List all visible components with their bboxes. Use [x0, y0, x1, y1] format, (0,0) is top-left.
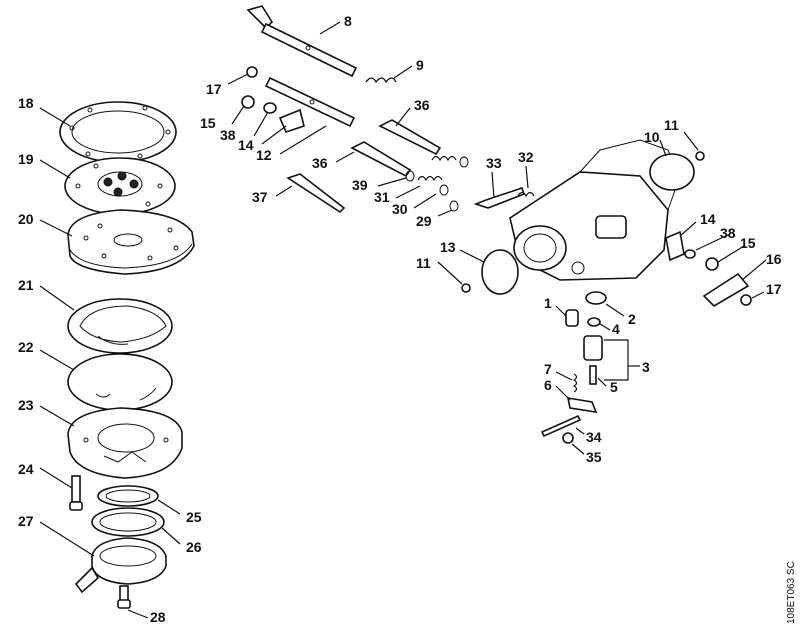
part-10-throttle-plate [649, 153, 695, 191]
label-17-right: 17 [766, 281, 782, 297]
label-29: 29 [416, 213, 432, 229]
part-15-screw [241, 95, 255, 109]
label-2: 2 [628, 311, 636, 327]
part-13-choke-plate [481, 249, 519, 295]
part-27-cover-with-fitting [74, 537, 167, 594]
label-23: 23 [18, 397, 34, 413]
label-38-right: 38 [720, 225, 736, 241]
part-14-lever-right [665, 230, 685, 262]
part-39-o-ring [405, 170, 415, 182]
part-26-gasket-ring [91, 507, 165, 537]
label-11-left: 11 [416, 255, 431, 271]
label-38: 38 [220, 127, 236, 143]
part-22-diaphragm [67, 353, 173, 411]
part-17-screw-right [740, 294, 752, 306]
label-25: 25 [186, 509, 202, 525]
part-35-screw [562, 432, 574, 444]
label-24: 24 [18, 461, 34, 477]
label-17: 17 [206, 81, 222, 97]
label-30: 30 [392, 201, 408, 217]
label-37: 37 [252, 189, 268, 205]
part-15-screw-right [705, 257, 719, 271]
part-20-pump-cover [67, 209, 195, 275]
part-14-lever [278, 108, 305, 133]
part-33-screw [473, 186, 525, 209]
part-6-lever [566, 397, 598, 414]
part-38-washer-right [684, 249, 696, 259]
part-18-gasket [59, 101, 177, 163]
label-15-right: 15 [740, 235, 756, 251]
label-15: 15 [200, 115, 216, 131]
drawing-code: 108ET063 SC [786, 561, 797, 624]
part-4-washer [587, 317, 601, 327]
part-3-inlet-needle-valve [583, 335, 603, 361]
part-36-needle-lower [350, 141, 412, 178]
label-6: 6 [544, 377, 552, 393]
part-11-screw-left [461, 283, 471, 293]
part-23-metering-cover [67, 407, 183, 479]
label-39: 39 [352, 177, 368, 193]
part-9-spring [365, 77, 397, 84]
label-31: 31 [374, 189, 390, 205]
label-7: 7 [544, 361, 552, 377]
label-26: 26 [186, 539, 202, 555]
part-25-screen [97, 485, 159, 507]
part-spring-pair [417, 155, 469, 196]
label-14-right: 14 [700, 211, 716, 227]
label-22: 22 [18, 339, 34, 355]
label-11-right: 11 [664, 117, 679, 133]
label-4: 4 [612, 321, 620, 337]
label-16: 16 [766, 251, 782, 267]
label-13: 13 [440, 239, 456, 255]
part-2-plug [585, 291, 607, 305]
label-36-upper: 36 [414, 97, 430, 113]
part-21-gasket [67, 298, 173, 354]
part-8-throttle-shaft [246, 5, 358, 78]
label-3: 3 [642, 359, 650, 375]
part-7-spring [572, 373, 578, 393]
label-33: 33 [486, 155, 502, 171]
label-27: 27 [18, 513, 34, 529]
label-19: 19 [18, 151, 34, 167]
part-34-pin [540, 414, 582, 438]
label-36-lower: 36 [312, 155, 328, 171]
label-34: 34 [586, 429, 602, 445]
label-35: 35 [586, 449, 602, 465]
leader-lines [39, 21, 767, 619]
label-8: 8 [344, 13, 352, 29]
label-5: 5 [610, 379, 618, 395]
part-17-screw [246, 66, 258, 78]
part-19-diaphragm [64, 157, 176, 215]
part-29-o-ring [449, 200, 459, 212]
part-11-screw-right [695, 151, 705, 161]
part-38-washer [263, 102, 277, 114]
label-20: 20 [18, 211, 34, 227]
part-5-needle [589, 365, 597, 385]
label-14: 14 [238, 137, 254, 153]
label-1: 1 [544, 295, 552, 311]
label-32: 32 [518, 149, 534, 165]
label-28: 28 [150, 609, 166, 625]
part-28-screw [117, 585, 131, 609]
part-1-valve-seat [565, 309, 579, 327]
label-12: 12 [256, 147, 272, 163]
part-32-spring [517, 191, 535, 198]
part-36-needle-upper [378, 119, 442, 156]
carburetor-body [509, 139, 681, 281]
part-12-choke-shaft [264, 76, 356, 128]
part-37-screw [286, 173, 346, 214]
label-9: 9 [416, 57, 424, 73]
label-18: 18 [18, 95, 34, 111]
label-10: 10 [644, 129, 660, 145]
part-16-lever [702, 272, 750, 308]
label-21: 21 [18, 277, 34, 293]
part-24-screw [69, 475, 83, 511]
